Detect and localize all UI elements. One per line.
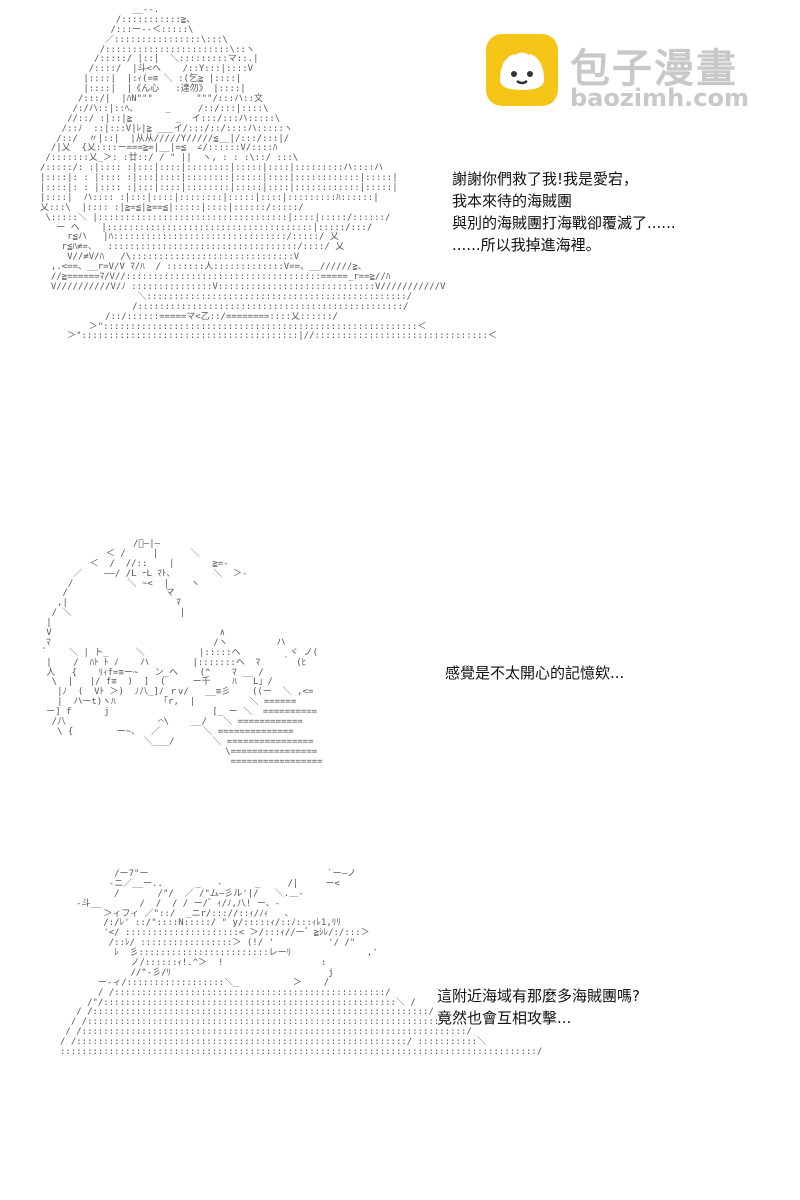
ascii-art-character-panel-1: __--. /:::::::::::≧、 /:::ー--＜:::::\ ／:::… (40, 5, 497, 342)
logo-url: baozimh.com (570, 84, 749, 112)
dialogue-line: 竟然也會互相攻擊... (437, 1009, 572, 1027)
dialogue-line: ......所以我掉進海裡。 (452, 236, 601, 254)
dialogue-panel-2: 感覺是不太開心的記憶欸... (445, 662, 624, 684)
bun-face-icon (486, 34, 558, 106)
dialogue-line: 謝謝你們救了我!我是愛宕， (452, 170, 639, 188)
dialogue-line: 與別的海賊團打海戰卻覆滅了...... (452, 214, 676, 232)
ascii-art-character-panel-3: /ー7"ー `ー—ノ -ニ／__ー.. _ - _ /| ー< / /"/ ／ … (60, 869, 543, 1058)
logo-text: 包子漫畫 (570, 46, 738, 92)
bun-face-graphic (500, 49, 544, 90)
dialogue-line: 這附近海域有那麼多海賊團嗎? (437, 987, 640, 1005)
ascii-art-character-panel-2: /ﾞ—|— ＜ / | ＼ ＜ / //:: | ≧=- ／ ——/ /L ｰL… (40, 539, 323, 767)
dialogue-line: 感覺是不太開心的記憶欸... (445, 664, 625, 682)
dialogue-panel-3: 這附近海域有那麼多海賊團嗎? 竟然也會互相攻擊... (437, 985, 640, 1029)
dialogue-line: 我本來待的海賊團 (452, 192, 573, 210)
site-logo: 包子漫畫 baozimh.com (486, 34, 776, 112)
dialogue-panel-1: 謝謝你們救了我!我是愛宕， 我本來待的海賊團 與別的海賊團打海戰卻覆滅了....… (452, 168, 676, 256)
